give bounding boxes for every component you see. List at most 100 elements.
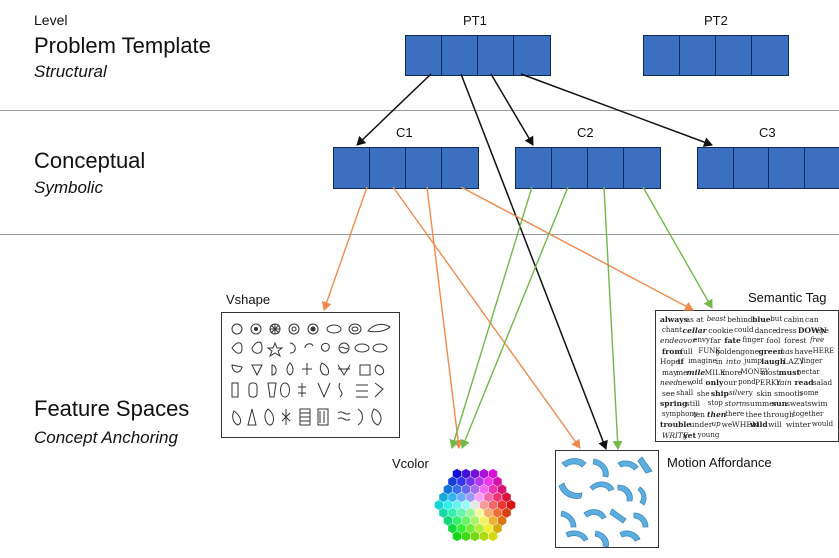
tag-word: sun: [771, 399, 788, 408]
c2-to-vcolor-arrow-2: [460, 186, 569, 449]
level-structural-subtitle: Structural: [34, 62, 107, 81]
tag-word: into: [726, 357, 741, 366]
color-hex-cell: [456, 507, 467, 519]
color-hex-cell: [501, 491, 512, 503]
color-hex-cell: [474, 522, 485, 534]
color-hex-cell: [465, 507, 476, 519]
color-hex-cell: [465, 522, 476, 534]
tag-word: our: [723, 378, 737, 387]
tag-word: wild: [750, 420, 768, 429]
tag-word: see: [662, 388, 675, 398]
c1-node[interactable]: [333, 147, 479, 189]
tag-word: silvery: [729, 388, 753, 397]
color-hex-cell: [434, 499, 444, 511]
tag-word: laugh: [761, 357, 786, 366]
tag-word: will: [768, 420, 782, 429]
tag-word: has: [780, 346, 794, 356]
vshape-glyphs: [231, 323, 391, 426]
tag-word: then: [706, 409, 727, 419]
tag-word: dress: [775, 325, 797, 335]
c2-node[interactable]: [515, 147, 661, 189]
color-hex-cell: [465, 491, 476, 503]
tag-word: ten: [693, 409, 705, 419]
tag-word: still: [685, 399, 701, 408]
tag-word: far: [710, 336, 721, 345]
semantic-tag-label: Semantic Tag: [748, 290, 827, 305]
vcolor-label: Vcolor: [392, 456, 429, 471]
tag-word: free: [809, 336, 825, 344]
tag-word: trouble: [660, 420, 692, 429]
tag-word: would: [811, 420, 834, 428]
tag-word: gone: [740, 346, 760, 356]
level-structural-title: Problem Template: [34, 33, 211, 58]
tag-word: must: [778, 367, 800, 377]
motion-affordance-label: Motion Affordance: [667, 455, 772, 470]
color-hex-cell: [474, 491, 485, 503]
tag-word: as: [685, 315, 694, 324]
tag-word: thee: [745, 409, 762, 419]
tag-word: mile: [686, 367, 706, 377]
color-hex-cell: [488, 468, 498, 480]
color-hex-cell: [479, 468, 489, 480]
tag-word: endeavor: [660, 336, 696, 345]
color-hex-cell: [488, 483, 498, 495]
color-hex-cell: [452, 530, 462, 542]
color-hex-cell: [443, 483, 453, 495]
color-hex-cell: [456, 522, 467, 534]
pt2-label: PT2: [704, 13, 728, 28]
color-hex-cell: [492, 491, 503, 503]
tag-word: fool: [766, 336, 781, 345]
vcolor-hexagon-cluster: [434, 468, 516, 542]
tag-word: need: [660, 378, 679, 387]
vshape-panel: [221, 312, 400, 438]
tag-word: she: [696, 388, 710, 398]
color-hex-cell: [452, 483, 462, 495]
tag-word: chant: [662, 325, 682, 334]
color-hex-cell: [456, 491, 467, 503]
color-hex-cell: [483, 491, 494, 503]
c1-to-vcolor-arrow: [426, 186, 463, 449]
tag-word: in: [715, 357, 723, 366]
tag-word: have: [794, 346, 813, 356]
separator-1: [0, 110, 839, 111]
color-hex-cell: [443, 499, 453, 511]
color-hex-cell: [497, 483, 507, 495]
color-hex-cell: [461, 530, 471, 542]
level-conceptual-title: Conceptual: [34, 148, 146, 173]
separator-2: [0, 234, 839, 235]
color-hex-cell: [456, 476, 467, 488]
color-hex-cell: [461, 499, 471, 511]
color-hex-cell: [470, 468, 480, 480]
tag-word: always: [660, 315, 688, 324]
tag-word: if: [677, 357, 684, 366]
level-feature-title: Feature Spaces: [34, 396, 190, 421]
vshape-label: Vshape: [226, 292, 271, 307]
tag-word: only: [705, 378, 724, 387]
tag-word: under: [689, 420, 713, 429]
color-hex-cell: [470, 530, 480, 542]
color-hex-cell: [492, 476, 503, 488]
tag-word: MONEY: [740, 367, 770, 376]
color-hex-cell: [474, 476, 485, 488]
tag-word: cookie: [708, 325, 734, 335]
c3-node[interactable]: [697, 147, 839, 189]
color-hex-cell: [470, 499, 480, 511]
tag-word: young: [697, 430, 720, 439]
tag-word: HERE: [812, 346, 835, 355]
tag-word: FUNK: [698, 346, 721, 355]
motion-glyphs: [558, 456, 653, 547]
c1-to-vshape-arrow: [321, 186, 368, 311]
tag-word: WHEN: [731, 420, 759, 429]
color-hex-cell: [492, 507, 503, 519]
color-hex-cell: [488, 515, 498, 527]
tag-word: DOWN: [797, 325, 827, 335]
tag-word: through: [763, 409, 795, 419]
tag-word: summer: [746, 399, 778, 408]
tag-word: spring: [660, 399, 688, 408]
c1-to-motion-arrow: [392, 186, 581, 449]
color-hex-cell: [497, 499, 507, 511]
tag-word: shall: [676, 388, 694, 397]
pt1-node[interactable]: [405, 35, 551, 76]
pt2-node[interactable]: [643, 35, 789, 76]
